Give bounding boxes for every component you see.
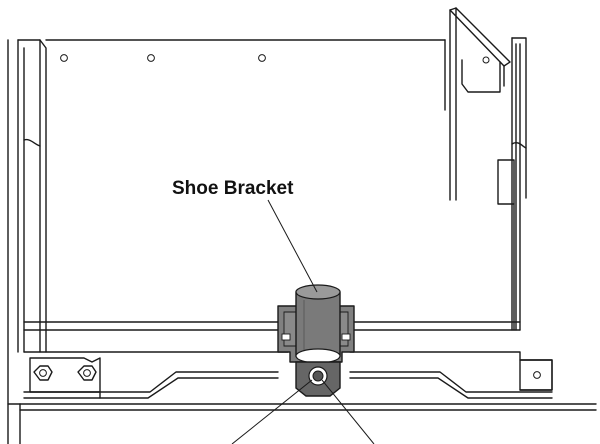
callout-label-shoe-bracket: Shoe Bracket xyxy=(172,178,294,199)
mounting-hole xyxy=(533,371,541,379)
bracket-slot xyxy=(281,333,291,341)
left-side-panel xyxy=(7,39,47,444)
shoe-bracket xyxy=(277,284,355,397)
horizontal-rails xyxy=(23,321,553,391)
top-right-bracket xyxy=(449,7,511,201)
mounting-hole xyxy=(147,54,155,62)
mounting-hole xyxy=(482,56,490,64)
back-panel xyxy=(45,39,446,111)
bracket-collar xyxy=(295,348,341,364)
hex-nut xyxy=(77,365,97,381)
mounting-hole xyxy=(60,54,68,62)
leader-line xyxy=(267,199,318,293)
left-mounting-plate xyxy=(29,357,101,393)
bracket-slot xyxy=(341,333,351,341)
leader-line xyxy=(321,379,375,444)
rail-clip xyxy=(497,159,515,205)
base-plate xyxy=(7,403,597,444)
callout-shoe-bracket: Shoe Bracket xyxy=(172,178,375,444)
leader-line xyxy=(231,379,313,444)
hex-nut xyxy=(33,365,53,381)
mounting-hole xyxy=(258,54,266,62)
right-side-rail xyxy=(497,37,527,331)
right-mounting-plate xyxy=(519,359,553,391)
lower-trough xyxy=(23,371,553,399)
